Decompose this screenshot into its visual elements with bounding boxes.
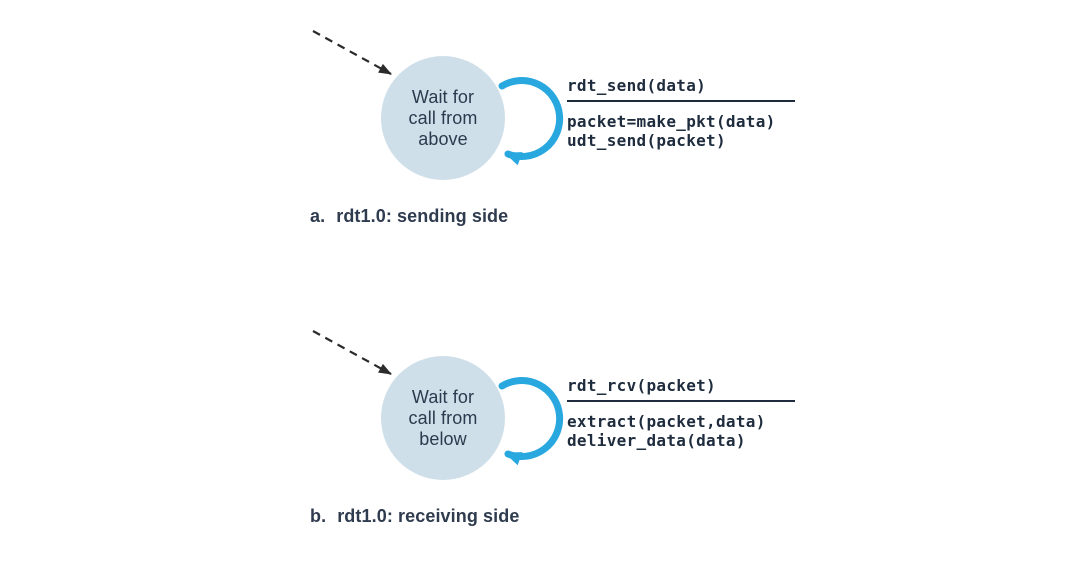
state-circle-wait-call-below: Wait for call from below <box>381 356 505 480</box>
transition-action: udt_send(packet) <box>567 131 726 150</box>
fsm-receiving-arrows <box>312 330 564 466</box>
fsm-sending-arrows <box>312 30 564 166</box>
state-circle-wait-call-above: Wait for call from above <box>381 56 505 180</box>
fsm-receiving-side: Wait for call from below rdt_rcv(packet)… <box>0 300 1083 570</box>
transition-label-receiving: rdt_rcv(packet) extract(packet,data) del… <box>567 377 795 450</box>
caption-text: rdt1.0: receiving side <box>337 506 520 526</box>
caption-sending-side: a. rdt1.0: sending side <box>310 206 508 227</box>
initial-transition-dashed-arrow <box>312 30 392 75</box>
event-action-divider <box>567 100 795 102</box>
event-action-divider <box>567 400 795 402</box>
state-label-line: above <box>418 128 468 149</box>
self-loop-arrow <box>498 377 564 466</box>
transition-event: rdt_send(data) <box>567 76 707 95</box>
state-label-line: call from <box>408 107 478 128</box>
state-label-line: below <box>419 428 467 449</box>
transition-action: packet=make_pkt(data) <box>567 112 776 131</box>
self-loop-arrow <box>498 77 564 166</box>
transition-action: extract(packet,data) <box>567 412 766 431</box>
state-label-line: call from <box>408 407 478 428</box>
caption-text: rdt1.0: sending side <box>336 206 509 226</box>
caption-receiving-side: b. rdt1.0: receiving side <box>310 506 519 527</box>
initial-transition-dashed-arrow <box>312 330 392 375</box>
transition-label-sending: rdt_send(data) packet=make_pkt(data) udt… <box>567 77 795 150</box>
state-label-line: Wait for <box>411 386 475 407</box>
state-label-line: Wait for <box>411 86 475 107</box>
fsm-sending-side: Wait for call from above rdt_send(data) … <box>0 0 1083 270</box>
caption-prefix: b. <box>310 506 327 526</box>
transition-event: rdt_rcv(packet) <box>567 376 716 395</box>
caption-prefix: a. <box>310 206 326 226</box>
transition-action: deliver_data(data) <box>567 431 746 450</box>
